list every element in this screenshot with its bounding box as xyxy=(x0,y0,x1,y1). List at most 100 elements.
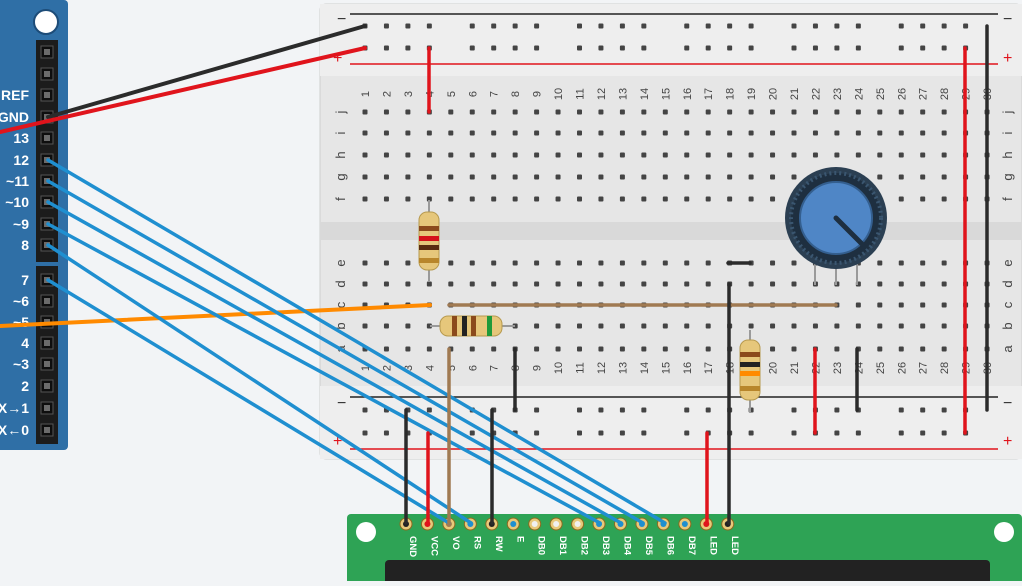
row-letter: d xyxy=(333,280,348,287)
column-number: 12 xyxy=(596,88,608,100)
resistor-vertical-left[interactable] xyxy=(418,200,440,282)
column-number: 10 xyxy=(553,362,565,374)
lcd-pin-label: RS xyxy=(471,536,482,549)
row-letter: e xyxy=(1000,259,1015,266)
column-number: 14 xyxy=(639,88,651,100)
rail-plus-label: + xyxy=(333,50,342,67)
lcd-pin-label: DB2 xyxy=(579,536,590,555)
arduino-pin-label: ~6 xyxy=(13,293,29,309)
band xyxy=(462,316,467,336)
wire-pin12-db7[interactable] xyxy=(46,158,667,525)
band xyxy=(740,371,760,376)
arduino-pin-label: 7 xyxy=(21,272,29,288)
row-letter: i xyxy=(333,131,348,134)
column-number: 1 xyxy=(360,91,372,97)
arduino-pin-label: 12 xyxy=(13,152,29,168)
column-number: 6 xyxy=(467,91,479,97)
column-number: 3 xyxy=(403,91,415,97)
column-number: 14 xyxy=(639,362,651,374)
column-number: 21 xyxy=(789,362,801,374)
band xyxy=(740,386,760,391)
arduino-pin-label: GND xyxy=(0,109,29,125)
row-letter: c xyxy=(333,301,348,308)
resistor-vertical-right[interactable] xyxy=(739,330,761,412)
column-number: 10 xyxy=(553,88,565,100)
column-number: 15 xyxy=(660,362,672,374)
lcd-pin-label: LED xyxy=(729,536,740,555)
arduino-pin-label: ~5 xyxy=(13,314,29,330)
wire-pin9-db4[interactable] xyxy=(46,222,602,525)
rail-plus-label: + xyxy=(333,433,342,450)
column-number: 20 xyxy=(768,362,780,374)
rail-plus-label: + xyxy=(1003,50,1012,67)
header-lower xyxy=(36,266,58,444)
row-letter: g xyxy=(333,173,348,180)
lcd-pin-label: VCC xyxy=(428,536,439,556)
column-number: 11 xyxy=(575,362,587,373)
wire-pin7-rs[interactable] xyxy=(46,278,451,525)
wire-pin8-e[interactable] xyxy=(46,243,473,525)
lcd-mounting-hole xyxy=(356,522,376,542)
column-number: 8 xyxy=(510,91,522,97)
column-number: 23 xyxy=(832,88,844,100)
wire-pin10-db5[interactable] xyxy=(46,200,623,525)
band xyxy=(419,226,439,231)
rail-minus-label: − xyxy=(1003,395,1012,412)
column-number: 27 xyxy=(918,88,930,100)
band xyxy=(740,352,760,357)
row-letter: b xyxy=(333,322,348,329)
column-number: 24 xyxy=(853,362,865,374)
row-letter: c xyxy=(1000,301,1015,308)
column-number: 18 xyxy=(725,88,737,100)
arduino-pin-label: REF xyxy=(1,87,29,103)
row-letter: d xyxy=(1000,280,1015,287)
lcd-pin-label: GND xyxy=(407,536,418,557)
rail-minus-label: − xyxy=(337,11,346,28)
potentiometer[interactable] xyxy=(785,167,887,285)
wire-power[interactable] xyxy=(0,46,367,134)
resistor-horizontal[interactable] xyxy=(430,315,515,337)
wire-pin11-db6[interactable] xyxy=(46,179,645,525)
column-number: 7 xyxy=(489,91,501,97)
lcd-pin-label: E xyxy=(514,536,525,542)
row-letter: h xyxy=(333,151,348,158)
column-number: 7 xyxy=(489,365,501,371)
column-number: 4 xyxy=(424,365,436,371)
column-number: 9 xyxy=(532,365,544,371)
column-number: 2 xyxy=(381,91,393,97)
column-labels: 1122334455667788991010111112121313141415… xyxy=(360,88,994,374)
wire-gnd[interactable] xyxy=(46,24,367,119)
lcd-mounting-hole xyxy=(994,522,1014,542)
column-number: 16 xyxy=(682,88,694,100)
row-letter: f xyxy=(1000,197,1015,201)
column-number: 15 xyxy=(660,88,672,100)
column-number: 17 xyxy=(703,362,715,374)
arduino-pin-label: ~9 xyxy=(13,216,29,232)
column-number: 19 xyxy=(746,88,758,100)
lcd-pin-label: RW xyxy=(493,536,504,552)
lcd-pin-label: LED xyxy=(707,536,718,555)
band xyxy=(452,316,457,336)
lcd-pin-label: DB0 xyxy=(536,536,547,555)
lcd-pin-label: VO xyxy=(450,536,461,550)
row-letter: j xyxy=(333,110,348,114)
row-letter: g xyxy=(1000,173,1015,180)
column-number: 12 xyxy=(596,362,608,374)
band xyxy=(419,258,439,263)
row-letter: i xyxy=(1000,131,1015,134)
wires xyxy=(0,24,989,525)
rail-minus-label: − xyxy=(337,395,346,412)
column-number: 6 xyxy=(467,365,479,371)
column-number: 21 xyxy=(789,88,801,100)
column-number: 16 xyxy=(682,362,694,374)
arduino-pin-label: 2 xyxy=(21,378,29,394)
lcd-screen xyxy=(385,560,990,586)
arduino-pin-label: TX→1 xyxy=(0,400,29,416)
arduino-pin-label: ~10 xyxy=(5,194,29,210)
row-letter: e xyxy=(333,259,348,266)
lcd-pin-label: DB1 xyxy=(557,536,568,556)
row-letter: b xyxy=(1000,322,1015,329)
